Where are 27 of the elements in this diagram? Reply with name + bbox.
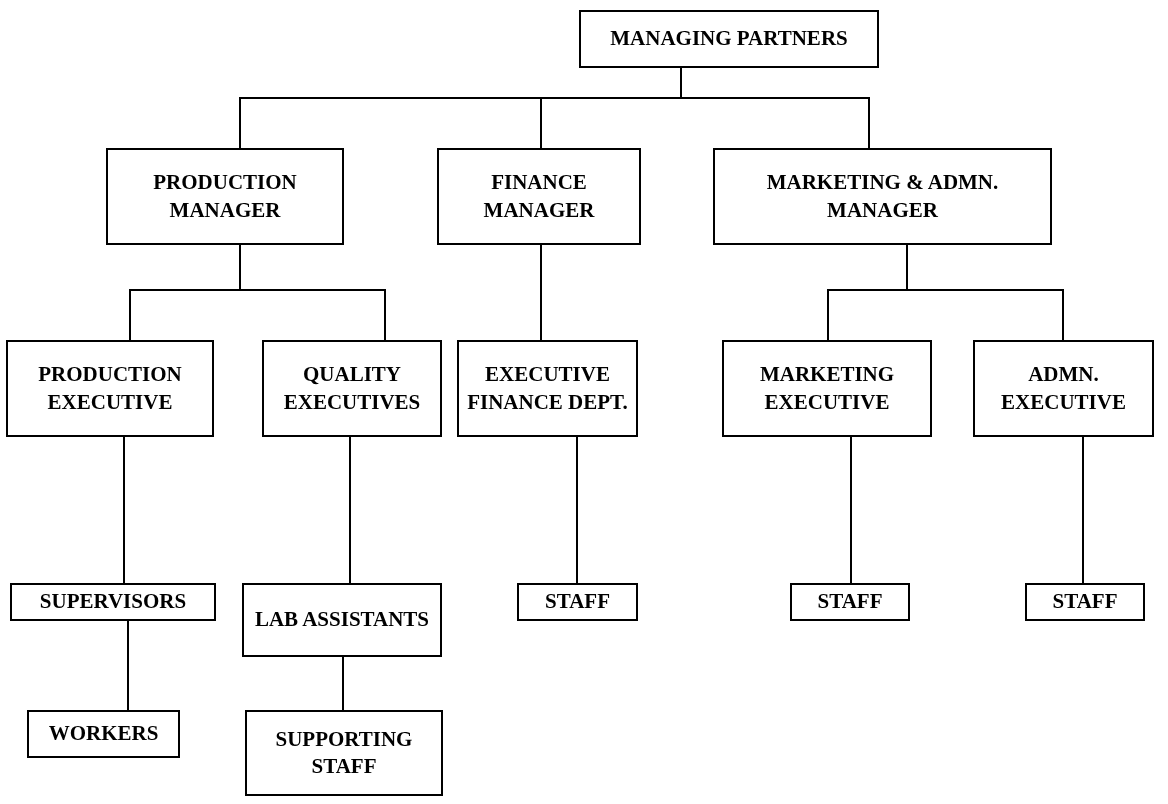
org-box: PRODUCTION MANAGER	[106, 148, 344, 245]
connector-line	[127, 620, 129, 711]
org-box: FINANCE MANAGER	[437, 148, 641, 245]
connector-line	[680, 67, 870, 149]
org-box: SUPERVISORS	[10, 583, 216, 621]
org-box: ADMN. EXECUTIVE	[973, 340, 1154, 437]
org-box: MARKETING & ADMN. MANAGER	[713, 148, 1052, 245]
org-box: SUPPORTING STAFF	[245, 710, 443, 796]
connector-line	[239, 244, 386, 341]
org-box: LAB ASSISTANTS	[242, 583, 442, 657]
connector-line	[540, 244, 542, 341]
connector-line	[349, 436, 351, 584]
connector-line	[342, 656, 344, 711]
org-box: QUALITY EXECUTIVES	[262, 340, 442, 437]
connector-line	[576, 436, 578, 584]
connector-line	[906, 244, 1064, 341]
connector-line	[850, 436, 852, 584]
org-box: MARKETING EXECUTIVE	[722, 340, 932, 437]
org-box: MANAGING PARTNERS	[579, 10, 879, 68]
org-box: STAFF	[517, 583, 638, 621]
connector-line	[123, 436, 125, 584]
org-box: STAFF	[1025, 583, 1145, 621]
org-box: PRODUCTION EXECUTIVE	[6, 340, 214, 437]
org-box: STAFF	[790, 583, 910, 621]
connector-line	[1082, 436, 1084, 584]
org-box: EXECUTIVE FINANCE DEPT.	[457, 340, 638, 437]
org-box: WORKERS	[27, 710, 180, 758]
